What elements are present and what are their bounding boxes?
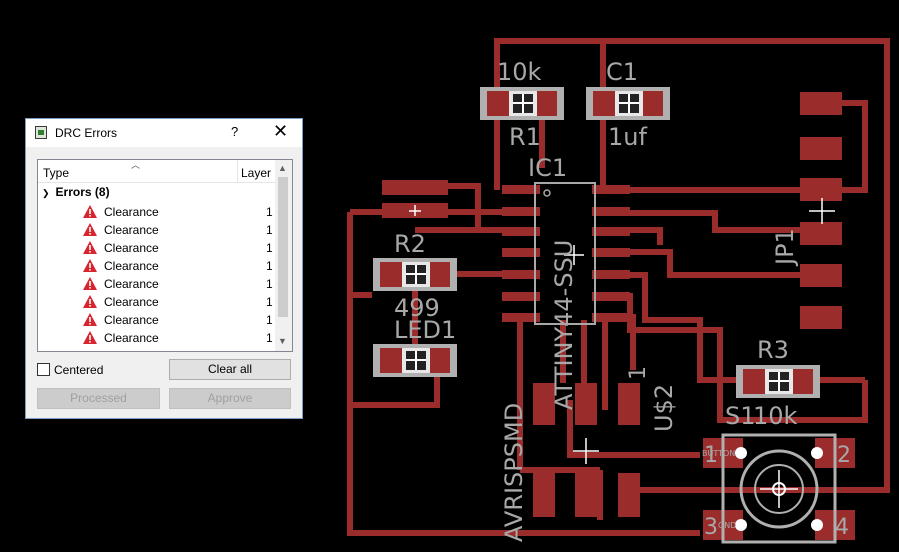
partial-row-cutoff: ▁▁▁▁▁ (62, 347, 104, 351)
warning-triangle-icon (83, 259, 97, 272)
warning-triangle-icon (83, 313, 97, 326)
close-icon[interactable]: ✕ (273, 121, 289, 141)
error-type: Clearance (104, 205, 159, 219)
led1-name-label: LED1 (394, 316, 456, 344)
collapse-caret-icon[interactable]: ❯ (42, 188, 50, 198)
warning-triangle-icon (83, 295, 97, 308)
component-led1[interactable] (373, 344, 457, 377)
dialog-title: DRC Errors (55, 126, 117, 140)
error-layer: 1 (266, 295, 273, 309)
drc-errors-dialog: DRC Errors ? ✕ Type ︿ Layer ❯Errors (8) … (25, 118, 303, 419)
vertical-scrollbar[interactable]: ▲ ▼ (275, 160, 292, 351)
column-header-layer[interactable]: Layer (241, 166, 272, 180)
error-type: Clearance (104, 313, 159, 327)
error-layer: 1 (266, 331, 273, 345)
error-row[interactable]: Clearance 1 (38, 221, 275, 239)
dialog-title-bar[interactable]: DRC Errors ? ✕ (26, 119, 302, 147)
copper-traces (347, 38, 890, 536)
warning-triangle-icon (83, 205, 97, 218)
copper-pads (382, 92, 855, 540)
tree-header: Type ︿ Layer (38, 160, 275, 183)
s1-name-label: S1 (725, 402, 756, 430)
error-type: Clearance (104, 277, 159, 291)
button-small-label: BUTTON (702, 449, 735, 458)
drc-app-icon (35, 126, 47, 139)
error-layer: 1 (266, 259, 273, 273)
column-header-type[interactable]: Type (43, 166, 70, 180)
avr-name-label: AVRISPSMD (500, 403, 528, 542)
component-r2[interactable] (373, 258, 457, 291)
gnd-small-label: GND (718, 521, 736, 530)
s1-value-label: 10k (753, 402, 798, 430)
processed-button[interactable]: Processed (37, 388, 160, 409)
sort-arrow-icon: ︿ (131, 160, 141, 170)
origin-cross-left (409, 205, 421, 216)
jp1-name-label: JP1 (771, 228, 799, 267)
scroll-thumb[interactable] (278, 177, 288, 317)
error-type: Clearance (104, 295, 159, 309)
btn-pin4-label: 4 (835, 515, 849, 540)
error-row[interactable]: Clearance 1 (38, 293, 275, 311)
btn-pin1-label: 1 (704, 443, 718, 468)
r1-name-label: R1 (509, 123, 541, 151)
error-row[interactable]: Clearance 1 (38, 239, 275, 257)
column-separator[interactable] (237, 160, 238, 182)
centered-checkbox[interactable] (37, 363, 50, 376)
error-layer: 1 (266, 241, 273, 255)
r3-name-label: R3 (757, 336, 789, 364)
component-r3[interactable] (736, 365, 820, 398)
ic1-name-label: IC1 (528, 154, 567, 182)
u2-pin-label: 1 (626, 366, 651, 380)
scroll-up-icon[interactable]: ▲ (278, 163, 287, 173)
origin-cross-jp1 (809, 198, 835, 224)
warning-triangle-icon (83, 223, 97, 236)
warning-triangle-icon (83, 241, 97, 254)
error-layer: 1 (266, 313, 273, 327)
error-type: Clearance (104, 223, 159, 237)
errors-group[interactable]: ❯ Errors (8) (42, 185, 110, 199)
error-row[interactable]: Clearance 1 (38, 311, 275, 329)
r1-value-label: 10k (497, 58, 542, 86)
error-type: Clearance (104, 259, 159, 273)
component-c1[interactable] (586, 87, 670, 120)
error-row[interactable]: Clearance 1 (38, 203, 275, 221)
error-row[interactable]: Clearance 1 (38, 329, 275, 347)
origin-cross-avr (573, 438, 599, 464)
c1-name-label: C1 (606, 58, 638, 86)
btn-pin2-label: 2 (837, 443, 851, 468)
error-layer: 1 (266, 223, 273, 237)
error-layer: 1 (266, 205, 273, 219)
r2-value-label: 499 (394, 294, 440, 322)
r2-name-label: R2 (394, 230, 426, 258)
approve-button[interactable]: Approve (169, 388, 291, 409)
component-s1[interactable] (721, 433, 837, 544)
error-row[interactable]: Clearance 1 (38, 275, 275, 293)
error-type: Clearance (104, 241, 159, 255)
error-row[interactable]: Clearance 1 (38, 257, 275, 275)
help-button[interactable]: ? (231, 124, 239, 139)
error-layer: 1 (266, 277, 273, 291)
silkscreen-labels: 10k C1 R1 1uf IC1 R2 499 LED1 R3 S1 10k … (394, 58, 851, 542)
scroll-down-icon[interactable]: ▼ (278, 336, 287, 346)
c1-value-label: 1uf (608, 123, 647, 151)
u2-name-label: U$2 (650, 384, 678, 432)
clear-all-button[interactable]: Clear all (169, 359, 291, 380)
component-r1[interactable] (480, 87, 564, 120)
error-type: Clearance (104, 331, 159, 345)
errors-group-label: Errors (8) (55, 185, 110, 199)
warning-triangle-icon (83, 331, 97, 344)
ic1-part-label: ATTINY44-SSU (550, 240, 578, 410)
centered-label: Centered (54, 363, 104, 377)
btn-pin3-label: 3 (704, 515, 718, 540)
component-ic1[interactable] (534, 182, 596, 325)
warning-triangle-icon (83, 277, 97, 290)
